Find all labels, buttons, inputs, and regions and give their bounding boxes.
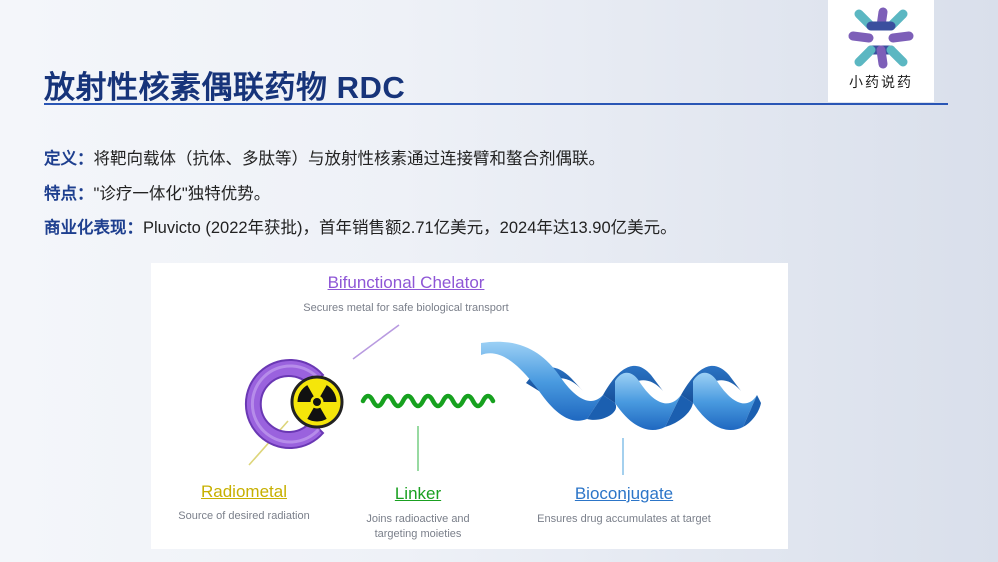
chelator-desc: Secures metal for safe biological transp… bbox=[303, 302, 509, 314]
page-title: 放射性核素偶联药物 RDC bbox=[44, 70, 406, 105]
commercial-text: Pluvicto (2022年获批)，首年销售额2.71亿美元，2024年达13… bbox=[143, 219, 677, 237]
definition-line: 定义：将靶向载体（抗体、多肽等）与放射性核素通过连接臂和螯合剂偶联。 bbox=[44, 145, 605, 169]
linker-desc-line1: Joins radioactive and bbox=[366, 513, 470, 525]
linker-title: Linker bbox=[394, 484, 442, 503]
chelator-ring bbox=[244, 359, 325, 449]
bioconjugate-title: Bioconjugate bbox=[574, 484, 674, 503]
radiometal-title: Radiometal bbox=[201, 482, 287, 501]
brand-logo: 小药说药 bbox=[828, 0, 934, 102]
definition-text: 将靶向载体（抗体、多肽等）与放射性核素通过连接臂和螯合剂偶联。 bbox=[93, 150, 606, 168]
chelator-pointer bbox=[352, 324, 400, 360]
linker-chain bbox=[360, 393, 496, 409]
feature-label: 特点： bbox=[44, 185, 94, 203]
title-divider bbox=[44, 103, 948, 105]
commercial-label: 商业化表现： bbox=[44, 219, 143, 237]
rdc-diagram bbox=[244, 324, 761, 475]
definition-label: 定义： bbox=[44, 150, 94, 168]
feature-line: 特点："诊疗一体化"独特优势。 bbox=[44, 180, 270, 204]
chelator-title: Bifunctional Chelator bbox=[327, 273, 485, 292]
linker-desc-line2: targeting moieties bbox=[374, 528, 462, 540]
bioconjugate-ribbon bbox=[481, 341, 761, 430]
radiometal-desc: Source of desired radiation bbox=[178, 510, 310, 522]
bioconjugate-desc: Ensures drug accumulates at target bbox=[537, 513, 711, 525]
rdc-structure-figure: Bifunctional Chelator Secures metal for … bbox=[151, 263, 788, 549]
commercial-line: 商业化表现：Pluvicto (2022年获批)，首年销售额2.71亿美元，20… bbox=[44, 214, 677, 238]
logo-icon bbox=[848, 7, 914, 69]
logo-text: 小药说药 bbox=[849, 75, 913, 91]
feature-text: "诊疗一体化"独特优势。 bbox=[93, 185, 271, 203]
radiation-icon bbox=[290, 375, 344, 429]
